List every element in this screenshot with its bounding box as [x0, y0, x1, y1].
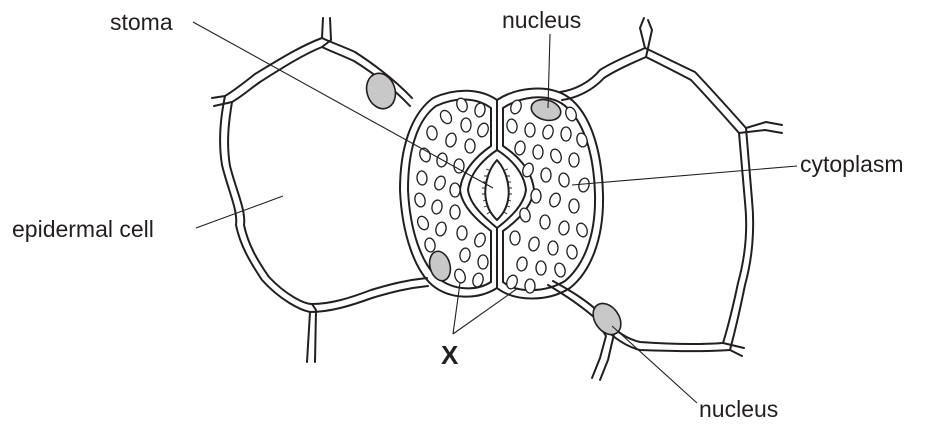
chloroplast	[474, 102, 486, 118]
chloroplast	[465, 139, 475, 153]
chloroplast	[516, 256, 528, 272]
chloroplast	[434, 221, 447, 237]
chloroplast	[531, 189, 541, 203]
label-nucleus-top: nucleus	[502, 7, 581, 33]
chloroplast	[558, 220, 570, 236]
chloroplast	[453, 268, 467, 285]
chloroplast	[561, 127, 571, 141]
chloroplast	[548, 241, 558, 255]
chloroplast	[527, 236, 540, 252]
right-cell-stub-top	[640, 18, 645, 48]
label-x: X	[441, 340, 459, 370]
chloroplast	[476, 122, 490, 139]
chloroplast	[536, 261, 546, 275]
chloroplast	[424, 237, 436, 253]
chloroplast	[569, 199, 579, 213]
leader-lines	[193, 22, 797, 403]
x-leader-left	[453, 283, 460, 334]
chloroplast	[426, 125, 438, 141]
chloroplast	[533, 145, 543, 159]
chloroplast	[433, 175, 447, 192]
chloroplast	[444, 132, 457, 148]
chloroplast	[438, 108, 454, 125]
chloroplast	[450, 183, 460, 197]
stoma-pore	[482, 160, 512, 220]
left-guard-cell-nucleus	[426, 249, 453, 283]
left-cell-wall-inner	[228, 47, 427, 304]
chloroplast	[541, 124, 554, 140]
left-cell-nucleus	[362, 70, 400, 113]
cytoplasm-leader	[572, 166, 797, 185]
right-epidermal-cell	[548, 18, 782, 380]
chloroplast	[478, 255, 488, 269]
label-epidermal-cell: epidermal cell	[12, 216, 154, 242]
chloroplast	[575, 132, 588, 148]
chloroplast	[457, 226, 467, 240]
label-cytoplasm: cytoplasm	[800, 151, 904, 177]
chloroplast	[518, 207, 531, 223]
left-cell-wall-outer	[220, 38, 428, 312]
chloroplast	[416, 171, 427, 186]
right-cell-wall-inner	[553, 57, 746, 344]
chloroplast	[431, 199, 443, 215]
chloroplast	[548, 192, 562, 209]
nucleus-top-leader	[548, 34, 550, 108]
chloroplast	[506, 118, 518, 134]
right-cell-stub-bottom-right-inner	[723, 343, 744, 348]
right-cell-wall-outer	[548, 48, 753, 351]
chloroplast	[566, 244, 578, 260]
chloroplast	[525, 279, 535, 293]
stoma-pore-outline	[485, 160, 508, 220]
chloroplast	[541, 168, 551, 182]
chloroplast	[461, 118, 471, 132]
chloroplast	[450, 205, 460, 219]
right-cell-stub-right	[746, 122, 782, 128]
left-cell-stub-left	[212, 96, 225, 98]
chloroplast	[575, 222, 589, 239]
chloroplast	[416, 215, 431, 232]
label-nucleus-bottom: nucleus	[699, 396, 778, 422]
left-cell-stub-top	[322, 18, 323, 38]
chloroplast	[569, 153, 579, 167]
left-cell-stub-bottom	[307, 312, 310, 362]
chloroplast	[577, 177, 590, 193]
chloroplast	[558, 172, 570, 188]
chloroplast	[459, 247, 471, 263]
x-leader-right	[453, 288, 518, 334]
chloroplast	[514, 140, 526, 156]
chloroplast	[413, 192, 426, 208]
label-stoma: stoma	[110, 9, 173, 35]
chloroplast	[473, 232, 487, 249]
chloroplast	[418, 147, 432, 164]
epidermal-cell-leader	[196, 196, 283, 228]
left-epidermal-cell	[212, 18, 428, 362]
chloroplast	[553, 262, 566, 278]
right-cell-stub-bottom-right	[730, 350, 742, 356]
chloroplast	[540, 215, 550, 229]
stoma-pore-ticks	[482, 169, 512, 214]
chloroplast	[509, 99, 523, 116]
chloroplast	[525, 123, 535, 137]
nucleus-bottom-leader	[612, 326, 697, 403]
chloroplast	[549, 148, 563, 165]
chloroplast	[510, 231, 520, 245]
right-guard-cell-chloroplasts	[505, 96, 591, 293]
